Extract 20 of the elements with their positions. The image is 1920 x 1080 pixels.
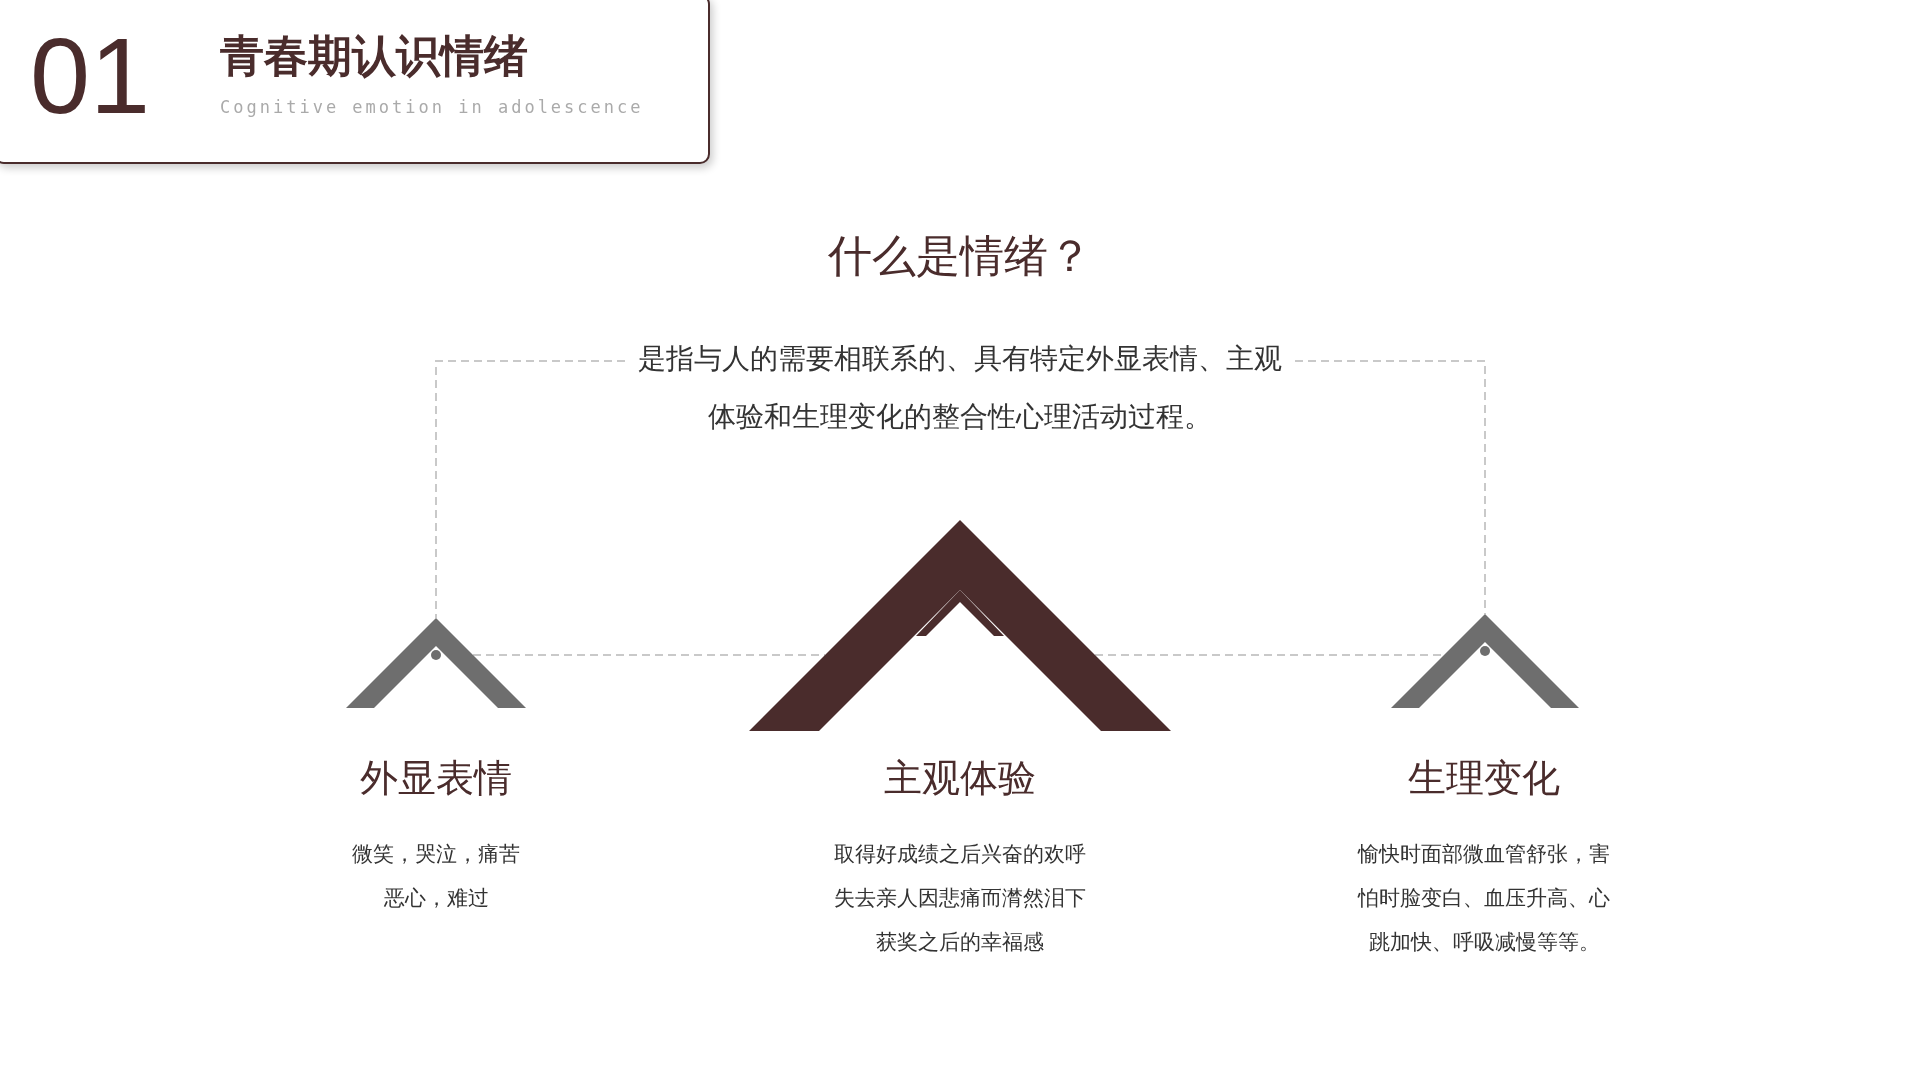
section-title: 青春期认识情绪 [220,29,528,83]
item-description: 愉快时面部微血管舒张，害怕时脸变白、血压升高、心跳加快、呼吸减慢等等。 [1356,841,1611,956]
item-description: 取得好成绩之后兴奋的欢呼 [833,841,1087,868]
roof-icon [346,618,526,708]
dashed-connector [1294,360,1486,615]
section-number: 01 [30,16,151,136]
item-heading: 生理变化 [1407,755,1561,802]
item-description: 微笑，哭泣，痛苦 [351,841,521,868]
header-card [0,0,710,164]
roof-icon [749,520,1171,731]
item-description: 恶心，难过 [382,885,490,912]
item-description: 获奖之后的幸福感 [875,929,1045,956]
item-heading: 主观体验 [883,755,1037,802]
section-heading: 什么是情绪？ [827,229,1093,283]
roof-icon [1391,614,1579,708]
dashed-connector [435,360,626,619]
definition-text: 是指与人的需要相联系的、具有特定外显表情、主观体验和生理变化的整合性心理活动过程。 [625,330,1295,446]
item-description: 失去亲人因悲痛而潸然泪下 [833,885,1087,912]
item-heading: 外显表情 [359,755,513,802]
section-subtitle: Cognitive emotion in adolescence [220,96,644,118]
